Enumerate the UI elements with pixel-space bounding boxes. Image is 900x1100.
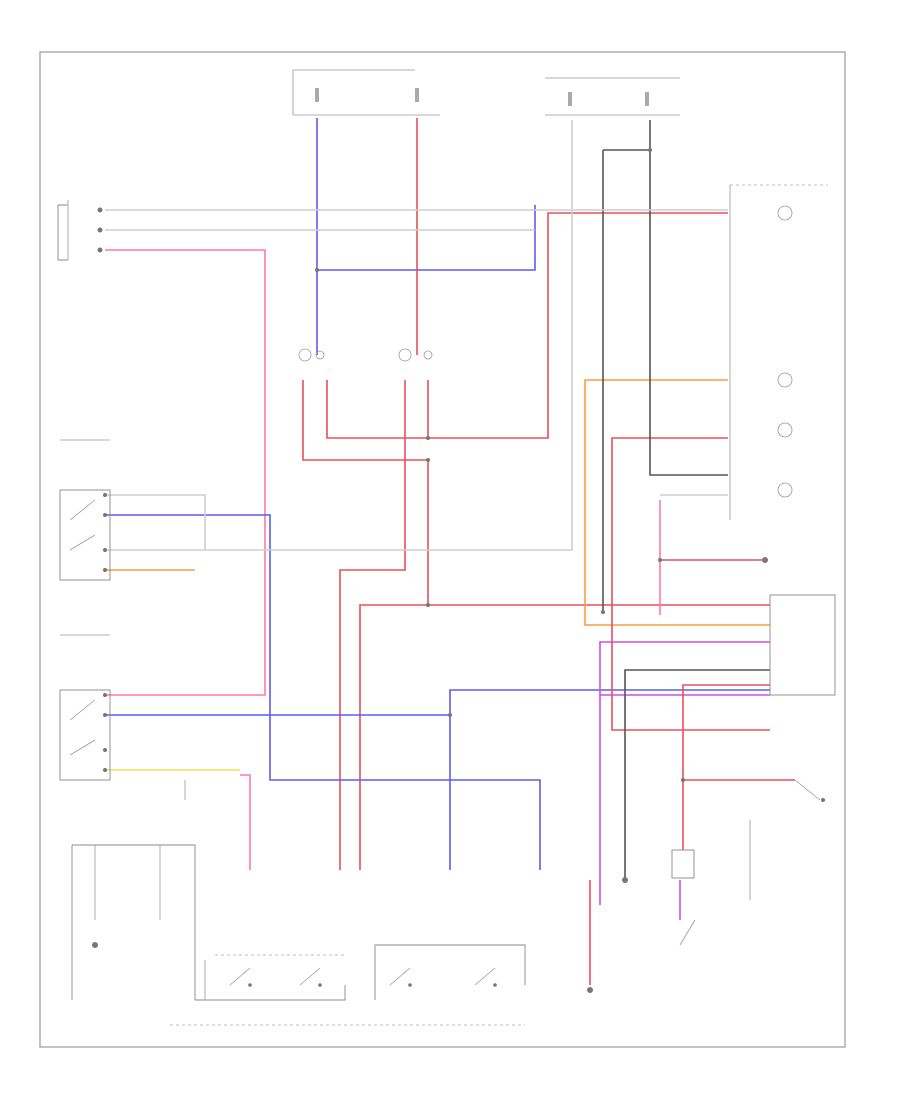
wire-red-high-beam-feed — [326, 212, 728, 439]
wire-red-low-beam-2 — [339, 380, 406, 870]
wire-blue-lo-relay — [105, 514, 541, 870]
ground-mid — [587, 877, 628, 993]
daytime-indicator-lamp — [777, 372, 793, 388]
wire-red-indicator — [611, 437, 770, 731]
fuse-box-top — [292, 69, 440, 116]
diagram-frame — [39, 51, 846, 1048]
brake-fluid-level-switch — [671, 849, 696, 946]
wire-blue-drl — [449, 689, 770, 715]
wire-orange-drl — [584, 379, 770, 626]
wire-white-relay — [105, 494, 206, 550]
wire-blue-fuse — [316, 118, 536, 271]
generator — [762, 557, 768, 563]
wire-pink-dash — [240, 774, 251, 870]
wire-red-low-beam — [302, 380, 428, 461]
hi-relay — [59, 634, 111, 781]
connectors — [315, 148, 685, 782]
fuse-box-right — [545, 77, 680, 116]
parking-brake-switch — [749, 779, 825, 900]
wire-red-parking — [682, 684, 770, 850]
right-headlight — [398, 348, 433, 362]
combination-switch — [71, 844, 196, 1000]
wire-black-meter — [649, 120, 728, 476]
combination-meter — [729, 184, 828, 520]
dimmer-relay — [57, 200, 103, 261]
wire-red-drl — [359, 604, 770, 870]
high-beam-indicator-lamp — [777, 205, 793, 221]
wire-violet-drl — [599, 641, 770, 905]
meter-lamp — [777, 482, 793, 498]
wire-pink-dimmer — [105, 249, 266, 696]
wire-black-ground — [624, 669, 770, 880]
brake-warning-lamp — [777, 422, 793, 438]
wire-white-run — [105, 120, 573, 551]
drl-control-unit — [769, 594, 836, 696]
light-switch — [170, 944, 526, 1026]
lo-relay — [59, 439, 111, 581]
passing-switch — [195, 954, 346, 1001]
left-headlight — [298, 348, 325, 362]
wire-blue-hi-relay — [105, 714, 451, 870]
